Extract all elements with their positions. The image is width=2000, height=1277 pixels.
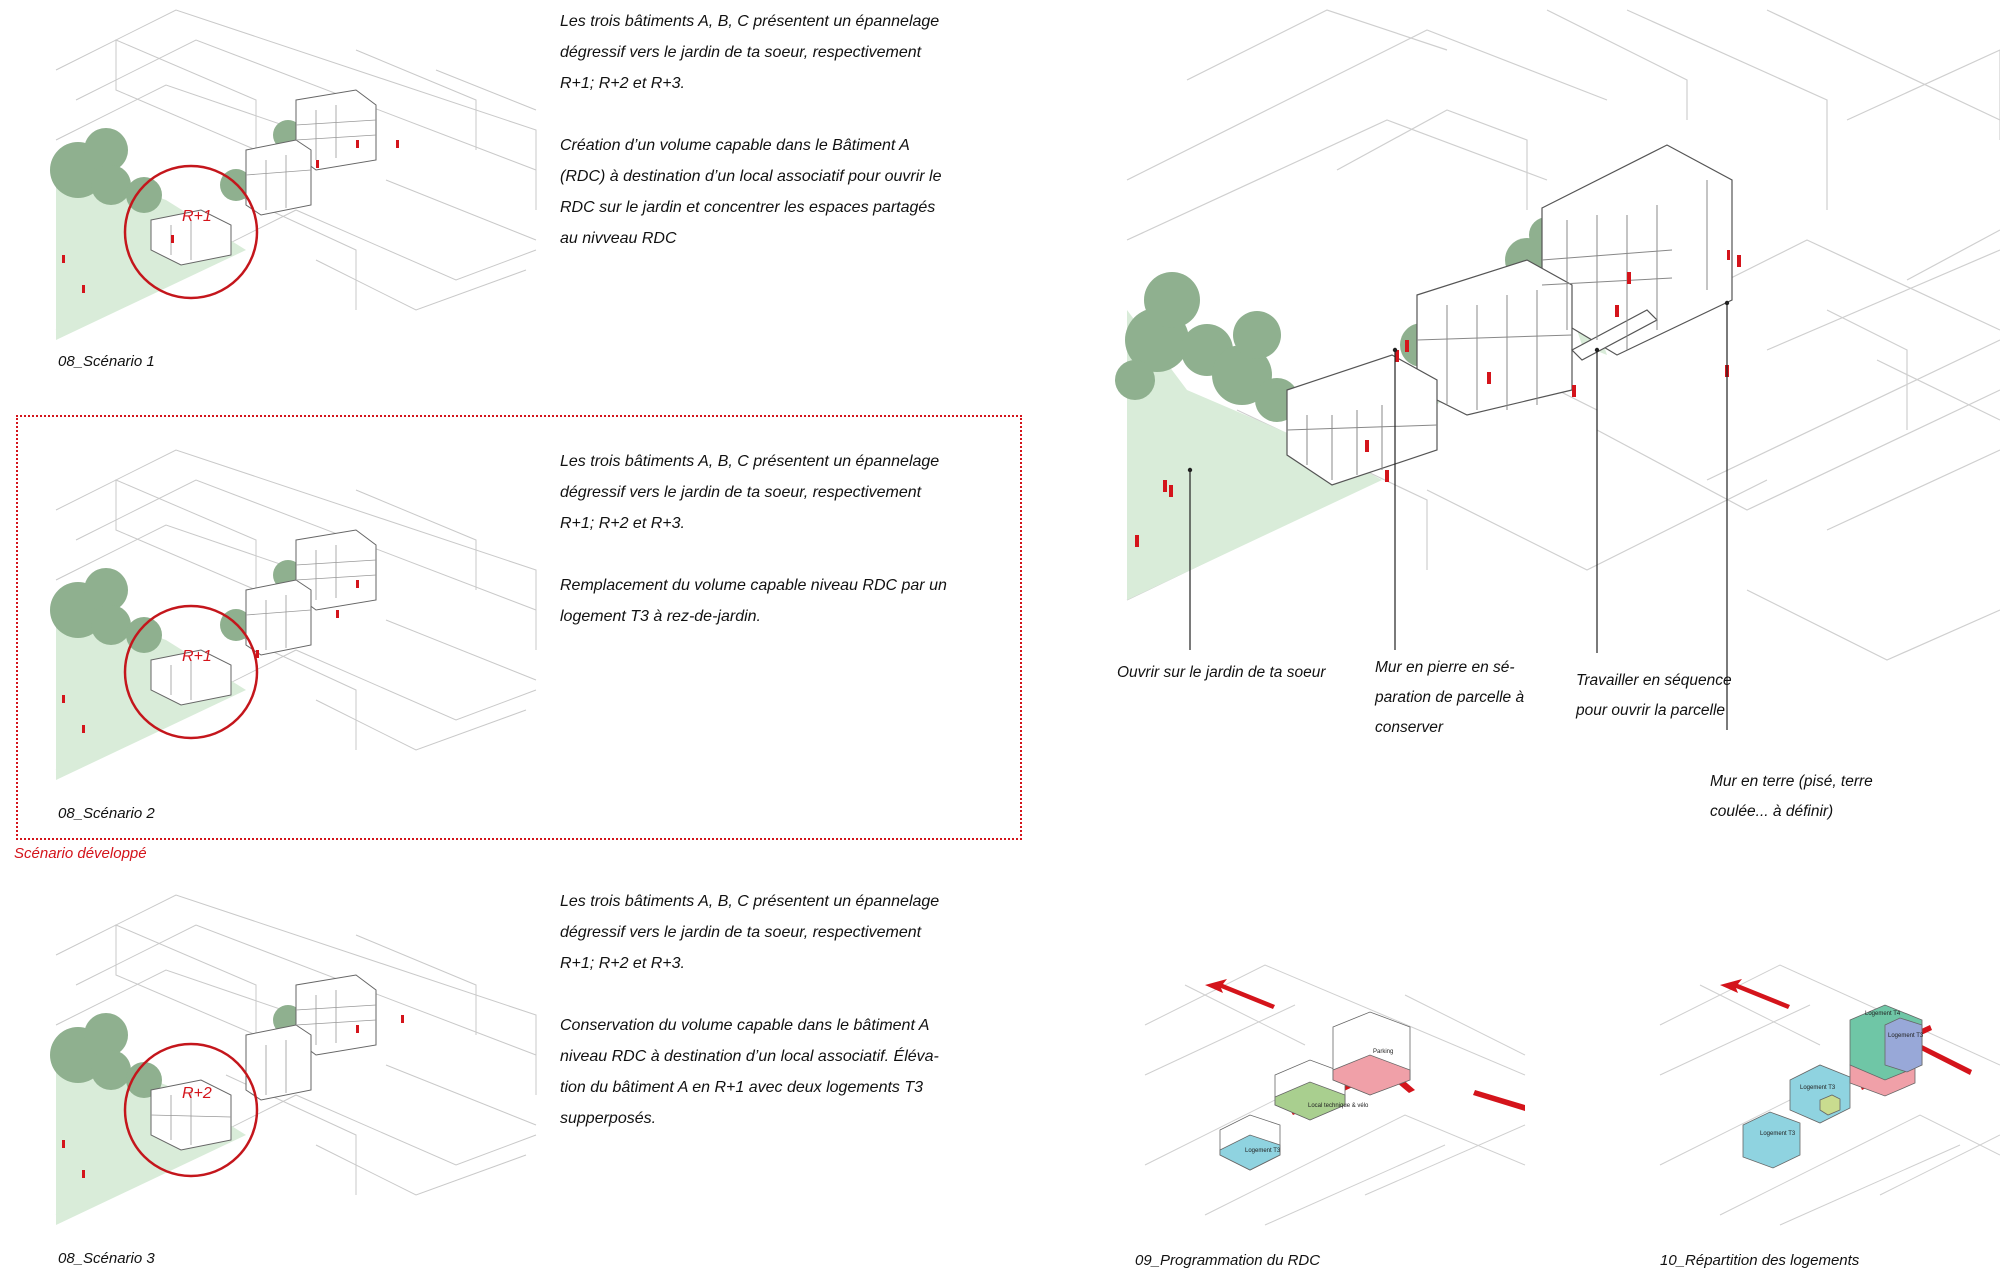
building-b <box>245 1024 312 1101</box>
scenario1-circle-label: R+1 <box>182 208 212 225</box>
scenario3-circle-label: R+2 <box>182 1085 212 1102</box>
scenario3-text-1: Les trois bâtiments A, B, C présentent u… <box>560 893 940 972</box>
housing-t3-b <box>1789 1064 1851 1124</box>
tree-group <box>50 1005 303 1098</box>
housing-t3-a <box>1742 1111 1801 1169</box>
label-logement-t3-a: Logement T3 <box>1760 1131 1796 1137</box>
scenario2-highlight-circle <box>123 604 259 740</box>
building-b <box>245 139 312 216</box>
block-c-pink <box>1332 1054 1411 1096</box>
scenario1-text-2: Création d’un volume capable dans le Bât… <box>560 137 942 247</box>
label-local-technique: Local technique & vélo <box>1308 1103 1369 1109</box>
scenario1-highlight-circle <box>123 164 259 300</box>
callout-open-garden: Ouvrir sur le jardin de ta soeur <box>1117 664 1326 681</box>
housing-t3-upper <box>1884 1017 1923 1073</box>
block-a-blue <box>1219 1134 1281 1171</box>
diagram10-housing-distribution: Logement T3 Logement T3 Logement T3 Loge… <box>1659 964 2000 1226</box>
scenario3-text-2: Conservation du volume capable dans le b… <box>560 1017 939 1127</box>
diagram09-ground-floor-program: Logement T3 Local technique & vélo Parki… <box>1144 964 1526 1226</box>
callout-sequence: Travailler en séquence pour ouvrir la pa… <box>1576 672 1732 719</box>
scenario1-text-1: Les trois bâtiments A, B, C présentent u… <box>560 13 940 92</box>
label-logement-t3-c: Logement T3 <box>1888 1033 1924 1039</box>
technical-green <box>1819 1094 1841 1116</box>
building-a <box>1286 354 1438 486</box>
block-b-green <box>1274 1081 1346 1121</box>
scenario3-caption: 08_Scénario 3 <box>58 1250 155 1267</box>
scenario3-axonometric: R+2 <box>50 894 537 1225</box>
label-logement-t3-b: Logement T3 <box>1800 1085 1836 1091</box>
label-logement-t3: Logement T3 <box>1245 1148 1281 1154</box>
scenario2-text-1: Les trois bâtiments A, B, C présentent u… <box>560 453 940 532</box>
scenario1-caption: 08_Scénario 1 <box>58 353 155 370</box>
diagram09-caption: 09_Programmation du RDC <box>1135 1252 1321 1269</box>
developed-scenario-frame <box>16 415 1022 840</box>
callout-earth-wall: Mur en terre (pisé, terre coulée... à dé… <box>1710 773 1873 820</box>
garden-area <box>1127 310 1382 600</box>
developed-scenario-label: Scénario développé <box>14 845 147 862</box>
callout-leader-lines <box>1189 303 1728 730</box>
scenario2-axonometric: R+1 <box>50 449 537 780</box>
scenario1-axonometric: R+1 <box>50 9 537 340</box>
diagram10-caption: 10_Répartition des logements <box>1660 1252 1860 1269</box>
people-figures <box>1135 250 1741 547</box>
callout-stone-wall: Mur en pierre en sé- paration de parcell… <box>1375 659 1525 736</box>
label-parking: Parking <box>1373 1049 1393 1055</box>
scenario2-caption: 08_Scénario 2 <box>58 805 155 822</box>
label-logement-t4: Logement T4 <box>1865 1011 1901 1017</box>
scenario3-highlight-circle <box>123 1042 259 1178</box>
scenario2-text-2: Remplacement du volume capable niveau RD… <box>560 577 947 625</box>
building-b <box>245 579 312 656</box>
main-axonometric <box>1115 9 2000 730</box>
scenario2-circle-label: R+1 <box>182 648 212 665</box>
circulation-arrows <box>1720 979 1972 1090</box>
